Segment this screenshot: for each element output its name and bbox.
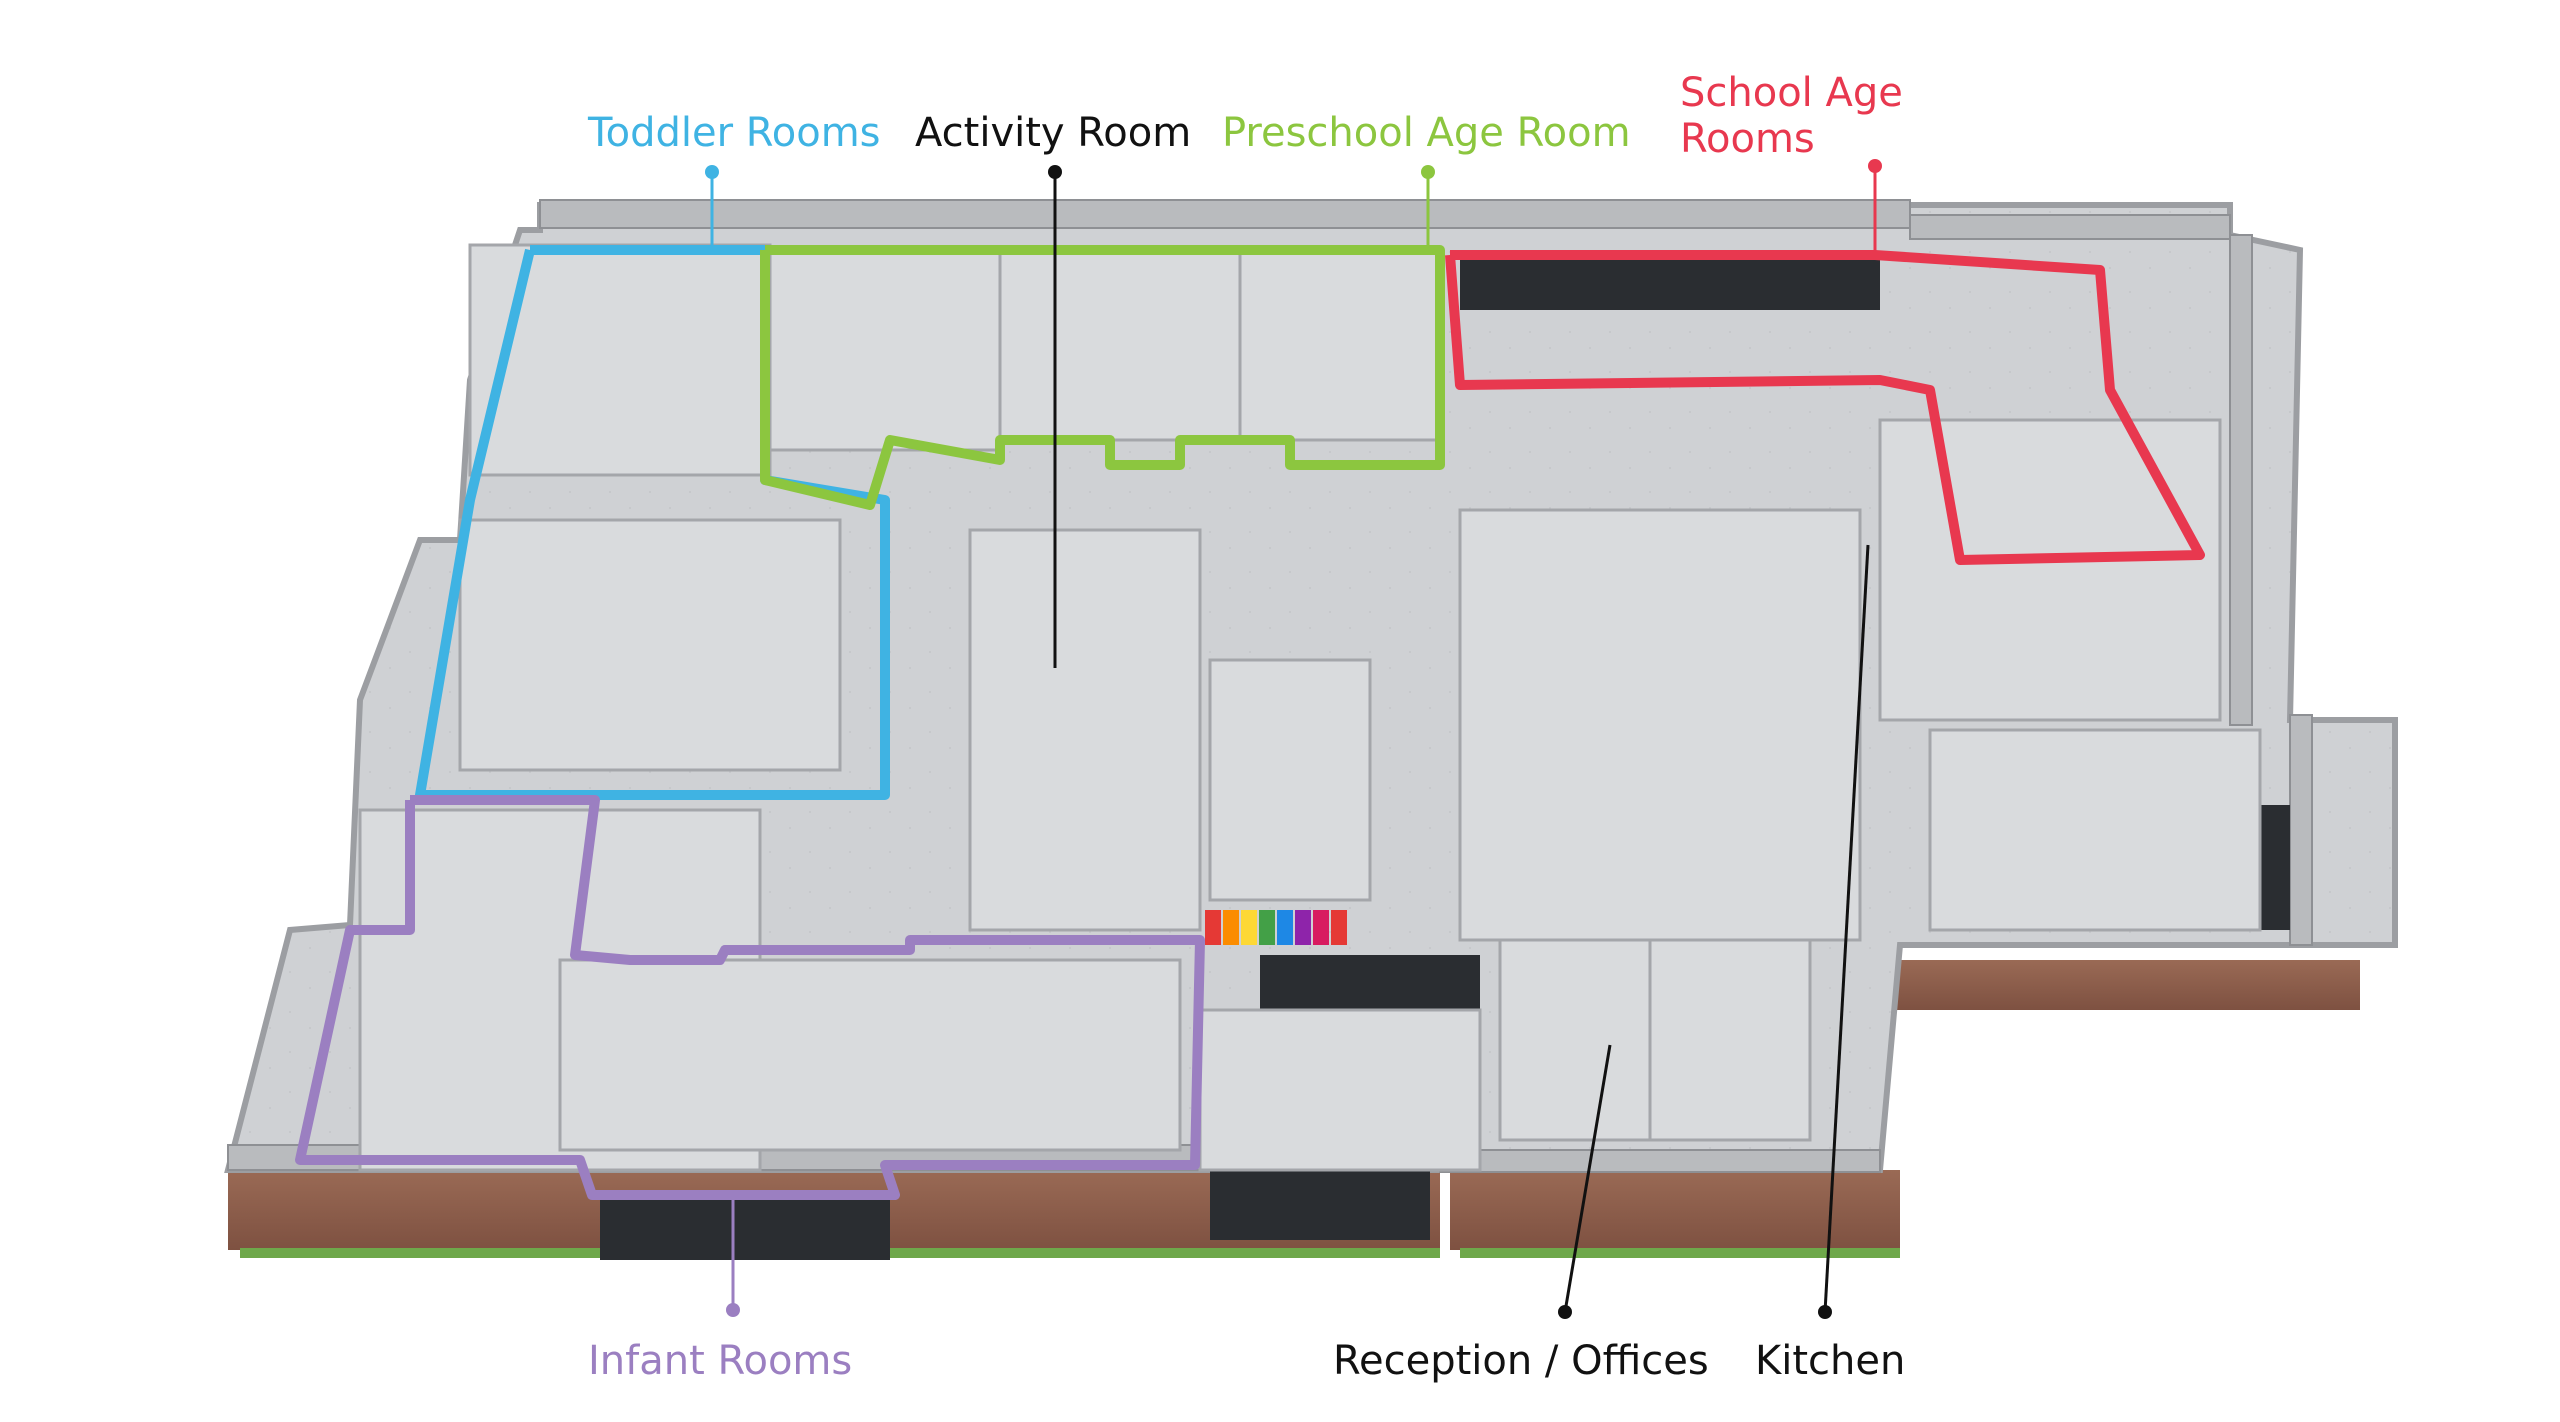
label-toddler-rooms: Toddler Rooms bbox=[588, 110, 881, 156]
label-kitchen: Kitchen bbox=[1755, 1338, 1906, 1384]
label-reception-offices: Reception / Offices bbox=[1333, 1338, 1709, 1384]
interior-rooms bbox=[358, 243, 2262, 1172]
leader-lines bbox=[705, 159, 1882, 1319]
reception-leader bbox=[1563, 1044, 1612, 1313]
rainbow-mural bbox=[1205, 910, 1347, 945]
label-activity-room: Activity Room bbox=[915, 110, 1192, 156]
kitchen-leader bbox=[1823, 544, 1870, 1313]
infant-zone-outline bbox=[295, 795, 1205, 1200]
label-infant-rooms: Infant Rooms bbox=[588, 1338, 853, 1384]
label-preschool-age-room: Preschool Age Room bbox=[1222, 110, 1631, 156]
outer-walls bbox=[227, 199, 2313, 1173]
zone-outlines bbox=[295, 245, 2205, 1200]
school-age-zone-outline bbox=[1445, 250, 2205, 565]
label-school-age-rooms: School Age Rooms bbox=[1680, 70, 1903, 162]
preschool-zone-outline bbox=[760, 245, 1445, 510]
